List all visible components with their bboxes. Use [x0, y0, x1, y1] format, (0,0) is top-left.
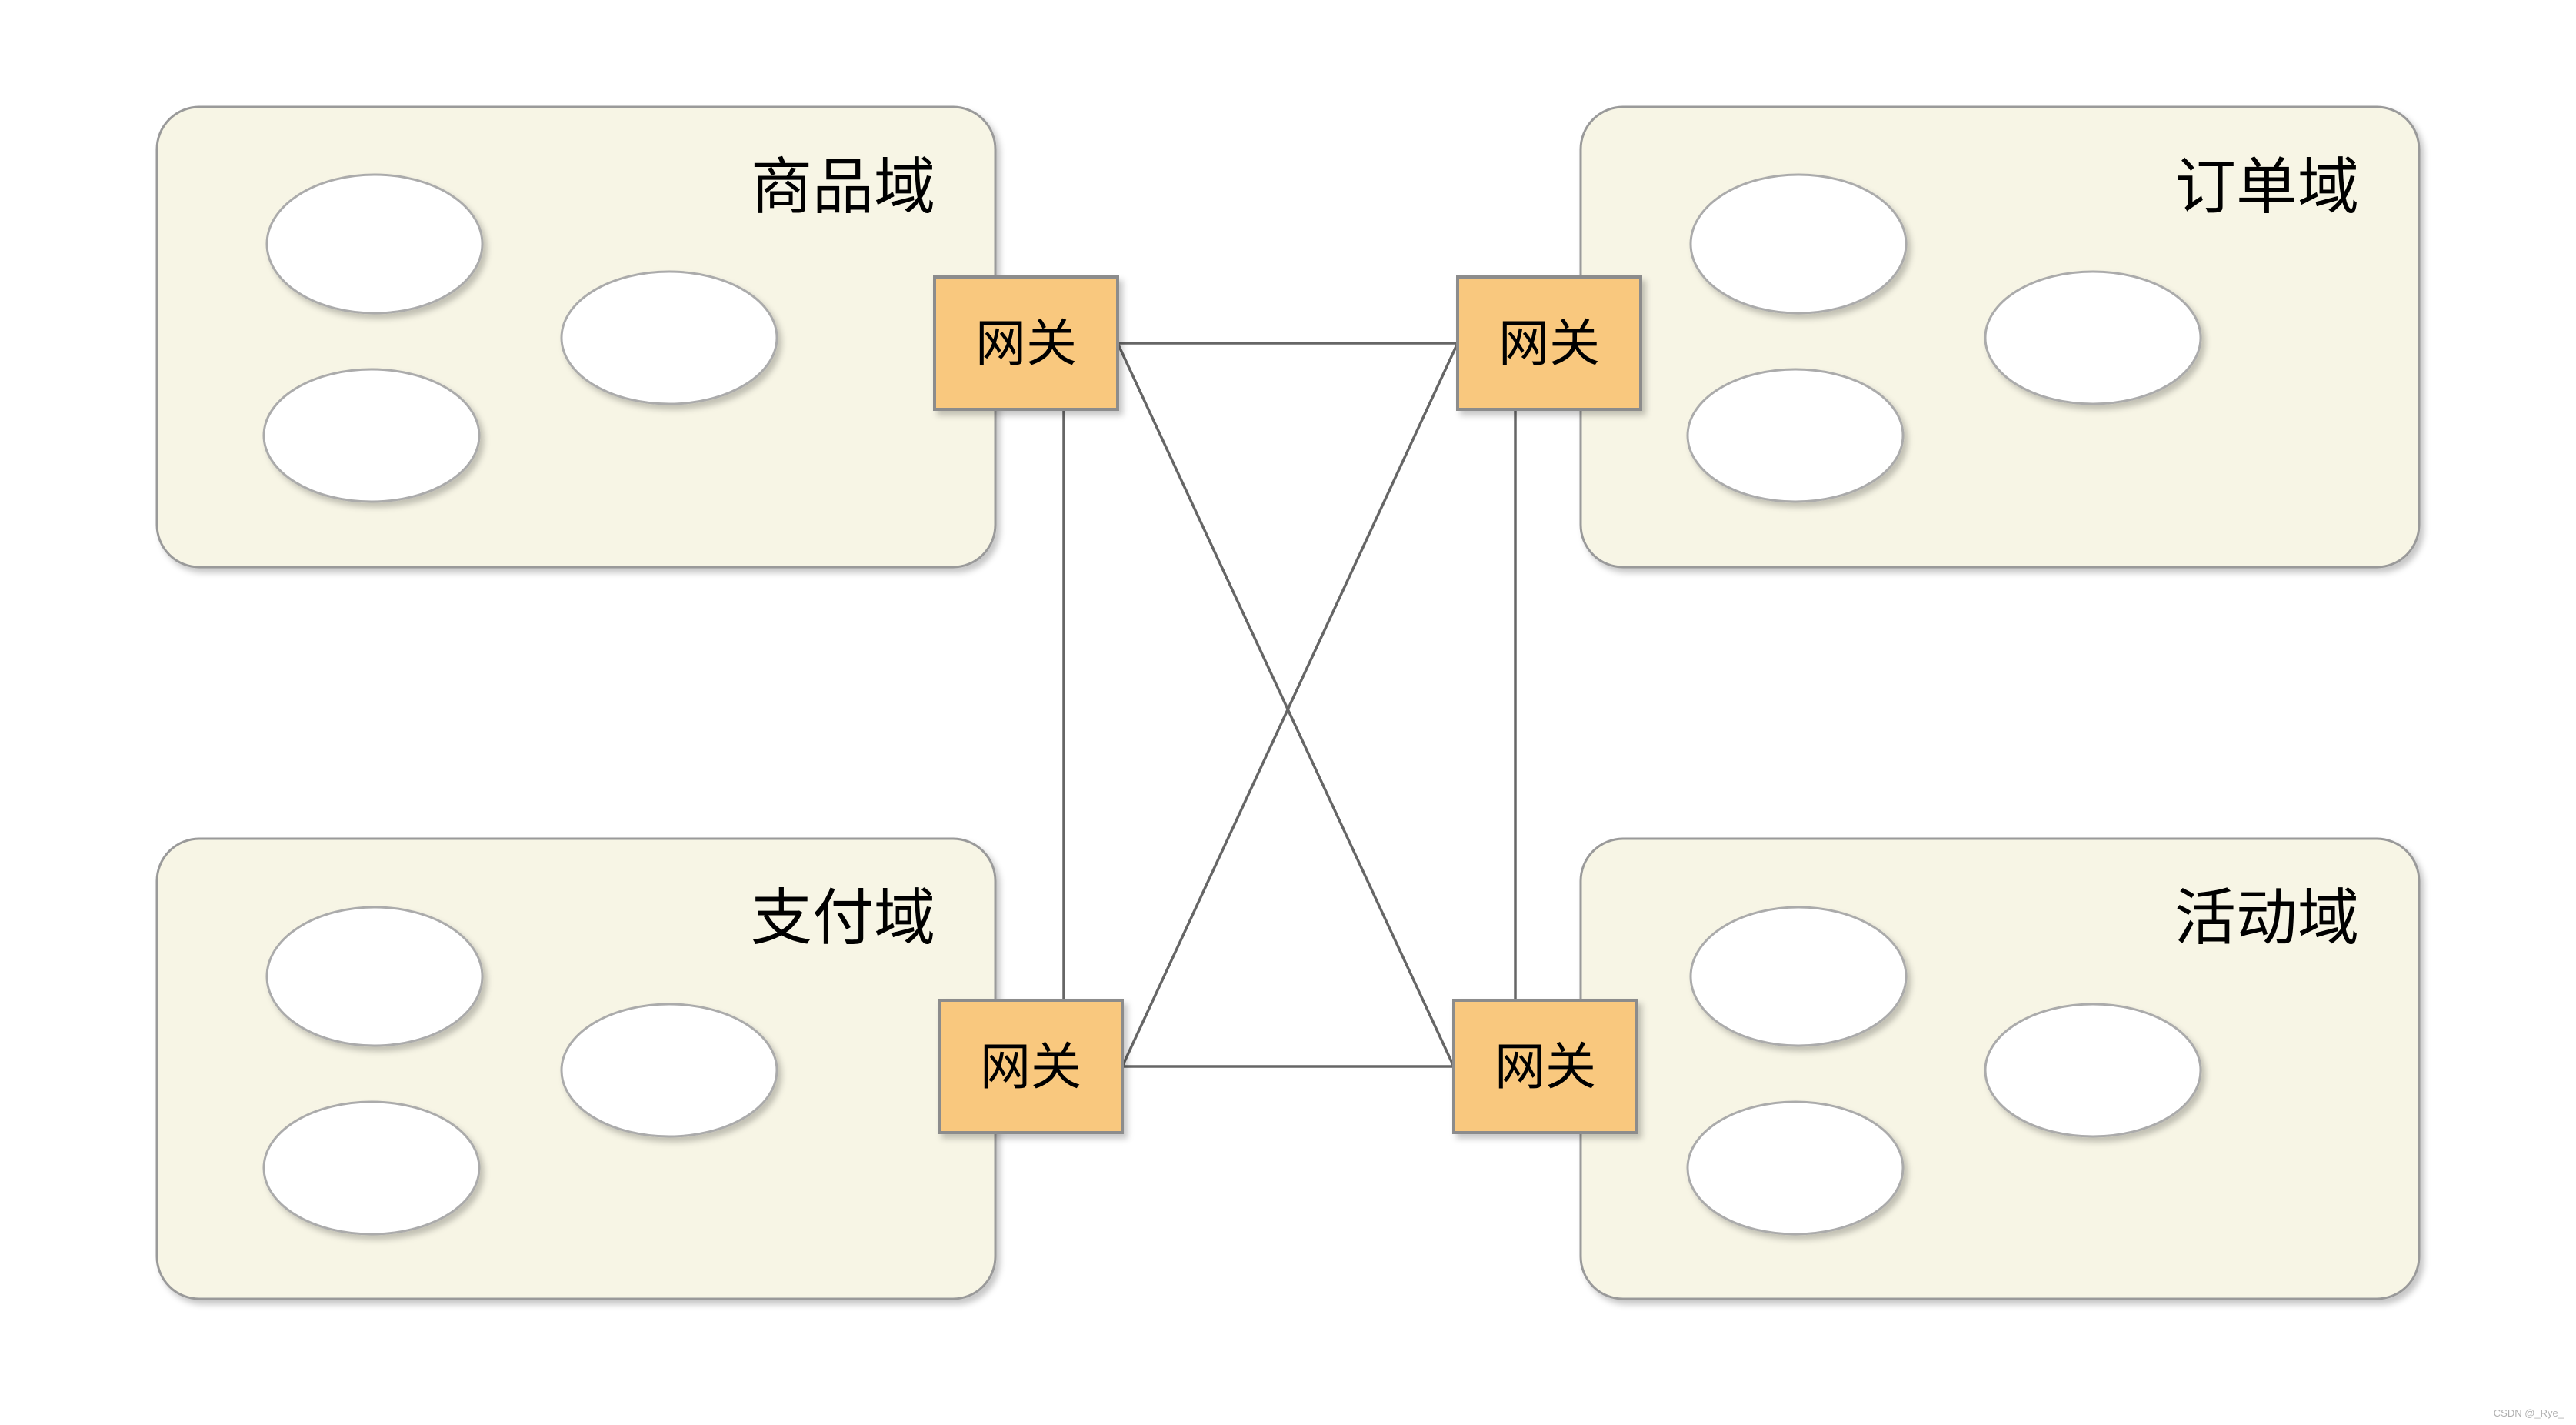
- gateway-label: 网关: [975, 315, 1077, 372]
- gateway-connections: [1062, 342, 1517, 1068]
- domain-activity: 活动域: [1579, 837, 2421, 1300]
- gateway-label: 网关: [1495, 1038, 1596, 1095]
- gateway-payment: 网关: [938, 999, 1124, 1134]
- domain-label-order: 订单域: [2174, 153, 2359, 222]
- domain-label-product: 商品域: [751, 153, 935, 222]
- gateway-box-order: [1456, 275, 1642, 411]
- domain-label-activity: 活动域: [2174, 884, 2359, 953]
- gateway-label: 网关: [980, 1038, 1081, 1095]
- service-ellipse: [265, 173, 484, 315]
- service-ellipse: [1984, 270, 2202, 405]
- service-ellipse: [1689, 906, 1908, 1047]
- gateway-box-product: [933, 275, 1119, 411]
- domain-label-payment: 支付域: [751, 884, 935, 953]
- connector-product-activity: [1116, 342, 1455, 1067]
- service-ellipse: [1984, 1003, 2202, 1138]
- gateway-box-payment: [938, 999, 1124, 1134]
- service-ellipse: [560, 1003, 778, 1138]
- gateway-label: 网关: [1498, 315, 1600, 372]
- domain-product: 商品域: [155, 105, 997, 569]
- service-ellipse: [1686, 1100, 1905, 1236]
- service-ellipse: [1689, 173, 1908, 315]
- domain-order: 订单域: [1579, 105, 2421, 569]
- service-ellipse: [262, 368, 481, 503]
- service-ellipse: [1686, 368, 1905, 503]
- gateway-box-activity: [1452, 999, 1638, 1134]
- watermark-text: CSDN @_Rye_: [2494, 1407, 2564, 1419]
- domain-payment: 支付域: [155, 837, 997, 1300]
- gateway-order: 网关: [1456, 275, 1642, 411]
- service-ellipse: [560, 270, 778, 405]
- gateway-activity: 网关: [1452, 999, 1638, 1134]
- service-ellipse: [265, 906, 484, 1047]
- gateway-product: 网关: [933, 275, 1119, 411]
- connector-order-payment: [1121, 342, 1459, 1067]
- service-ellipse: [262, 1100, 481, 1236]
